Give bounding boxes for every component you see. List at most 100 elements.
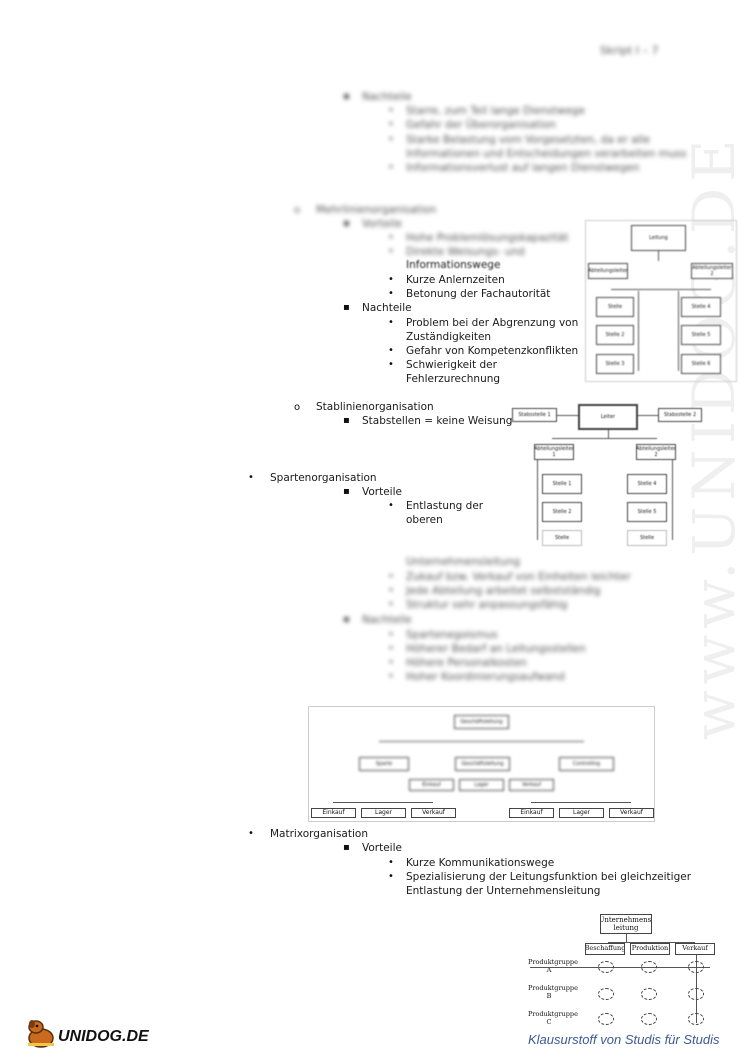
diagram-box: Verkauf bbox=[675, 943, 715, 955]
matrix-node bbox=[688, 988, 704, 1000]
connector bbox=[626, 934, 627, 942]
diagram-box: Verkauf bbox=[509, 779, 554, 791]
diagram-sparten: Geschäftsleitung Sparte Geschäftsleitung… bbox=[308, 706, 655, 822]
bullet: • bbox=[248, 472, 254, 483]
list-item: Struktur sehr anpassungsfähig bbox=[406, 599, 568, 611]
diagram-box: Stelle bbox=[627, 530, 667, 546]
connector bbox=[672, 460, 673, 540]
dog-logo-icon bbox=[24, 1016, 58, 1050]
list-item: Hoher Koordinierungsaufwand bbox=[406, 671, 565, 683]
diagram-box: Einkauf bbox=[311, 808, 356, 818]
diagram-box: Stabsstelle 1 bbox=[512, 408, 557, 422]
connector bbox=[638, 291, 639, 371]
list-item: Höherer Bedarf an Leitungsstellen bbox=[406, 643, 586, 655]
diagram-box: Stelle 3 bbox=[596, 354, 634, 374]
bullet: ▪ bbox=[343, 302, 350, 313]
bullet: • bbox=[388, 599, 394, 610]
list-item: Entlastung der bbox=[406, 500, 484, 512]
matrix-node bbox=[641, 961, 657, 973]
list-item: Starke Belastung vom Vorgesetzten, da er… bbox=[406, 134, 650, 146]
diagram-box: Stelle bbox=[542, 530, 582, 546]
connector bbox=[611, 289, 711, 290]
bullet: • bbox=[388, 643, 394, 654]
connector bbox=[608, 430, 609, 438]
matrix-node bbox=[598, 1013, 614, 1025]
diagram-box: Leitung bbox=[631, 225, 686, 251]
diagram-mehrlinien: Leitung Abteilungsleiter Abteilungsleite… bbox=[585, 220, 737, 382]
diagram-box: Abteilungsleiter 1 bbox=[534, 444, 574, 460]
list-item: Problem bei der Abgrenzung von bbox=[406, 317, 579, 329]
list-item: Informationswege bbox=[406, 259, 501, 271]
diagram-box: Stelle 4 bbox=[681, 297, 721, 317]
diagram-box: Abteilungsleiter bbox=[588, 263, 628, 279]
connector bbox=[552, 438, 657, 439]
bullet: • bbox=[388, 317, 394, 328]
connector bbox=[531, 802, 631, 803]
connector bbox=[557, 415, 578, 416]
bullet: • bbox=[388, 657, 394, 668]
diagram-box: Stabsstelle 2 bbox=[658, 408, 702, 422]
bullet: • bbox=[388, 629, 394, 640]
bullet: • bbox=[388, 671, 394, 682]
diagram-box: Verkauf bbox=[609, 808, 654, 818]
connector bbox=[638, 415, 658, 416]
bullet: o bbox=[294, 205, 301, 216]
list-item: Informationsverlust auf langen Dienstweg… bbox=[406, 162, 640, 174]
list-item: Spartenegoismus bbox=[406, 629, 498, 641]
diagram-box: Stelle 1 bbox=[542, 474, 582, 494]
vorteile-label: Vorteile bbox=[362, 218, 402, 230]
connector bbox=[678, 291, 679, 371]
bullet: ▪ bbox=[343, 486, 350, 497]
list-item: oberen bbox=[406, 514, 443, 526]
connector bbox=[537, 460, 538, 540]
bullet: ▪ bbox=[343, 842, 350, 853]
list-item: Informationen und Entscheidungen verarbe… bbox=[406, 148, 687, 160]
diagram-box: Lager bbox=[459, 779, 504, 791]
logo-text: UNIDOG.DE bbox=[58, 1028, 149, 1045]
bullet: ▪ bbox=[343, 415, 350, 426]
diagram-matrix: Unternehmens- leitung Beschaffung Produk… bbox=[528, 912, 728, 1030]
section-title-stablinien: Stablinienorganisation bbox=[316, 401, 434, 413]
list-item: Zuständigkeiten bbox=[406, 331, 492, 343]
diagram-box: Abteilungsleiter 2 bbox=[636, 444, 676, 460]
bullet: • bbox=[388, 274, 394, 285]
bullet: • bbox=[388, 162, 394, 173]
matrix-row-label: Produktgruppe C bbox=[528, 1010, 578, 1026]
list-item: Spezialisierung der Leitungsfunktion bei… bbox=[406, 871, 692, 883]
section-title-mehrlinien: Mehrlinienorganisation bbox=[316, 204, 437, 216]
diagram-box: Geschäftsleitung bbox=[455, 757, 510, 771]
matrix-node bbox=[641, 988, 657, 1000]
nachteile-label: Nachteile bbox=[362, 614, 412, 626]
connector bbox=[333, 802, 433, 803]
list-item: Unternehmensleitung bbox=[406, 556, 521, 568]
list-item: Kurze Anlernzeiten bbox=[406, 274, 505, 286]
diagram-box: Stelle 2 bbox=[596, 325, 634, 345]
list-item: Hohe Problemlösungskapazität bbox=[406, 232, 569, 244]
bullet: ▪ bbox=[343, 614, 350, 625]
list-item: Gefahr der Überorganisation bbox=[406, 119, 556, 131]
list-item: Fehlerzurechnung bbox=[406, 373, 501, 385]
bullet: • bbox=[388, 288, 394, 299]
matrix-node bbox=[598, 988, 614, 1000]
diagram-box: Stelle 5 bbox=[681, 325, 721, 345]
bullet: • bbox=[388, 119, 394, 130]
matrix-node bbox=[598, 961, 614, 973]
nachteile-label: Nachteile bbox=[362, 302, 412, 314]
diagram-box: Stelle 5 bbox=[627, 502, 667, 522]
diagram-box: Stelle 2 bbox=[542, 502, 582, 522]
bullet: • bbox=[388, 359, 394, 370]
connector bbox=[379, 741, 584, 742]
matrix-node bbox=[641, 1013, 657, 1025]
bullet: o bbox=[294, 402, 301, 413]
list-item: Zukauf bzw. Verkauf von Einheiten leicht… bbox=[406, 571, 631, 583]
bullet: • bbox=[388, 105, 394, 116]
nachteile-label: Nachteile bbox=[362, 91, 412, 103]
diagram-box: Lager bbox=[361, 808, 406, 818]
bullet: • bbox=[388, 500, 394, 511]
list-item: Kurze Kommunikationswege bbox=[406, 857, 555, 869]
diagram-box: Controlling bbox=[559, 757, 614, 771]
footer-tagline: Klausurstoff von Studis für Studis bbox=[528, 1032, 720, 1047]
diagram-box: Lager bbox=[559, 808, 604, 818]
diagram-box: Verkauf bbox=[411, 808, 456, 818]
vorteile-label: Vorteile bbox=[362, 486, 402, 498]
